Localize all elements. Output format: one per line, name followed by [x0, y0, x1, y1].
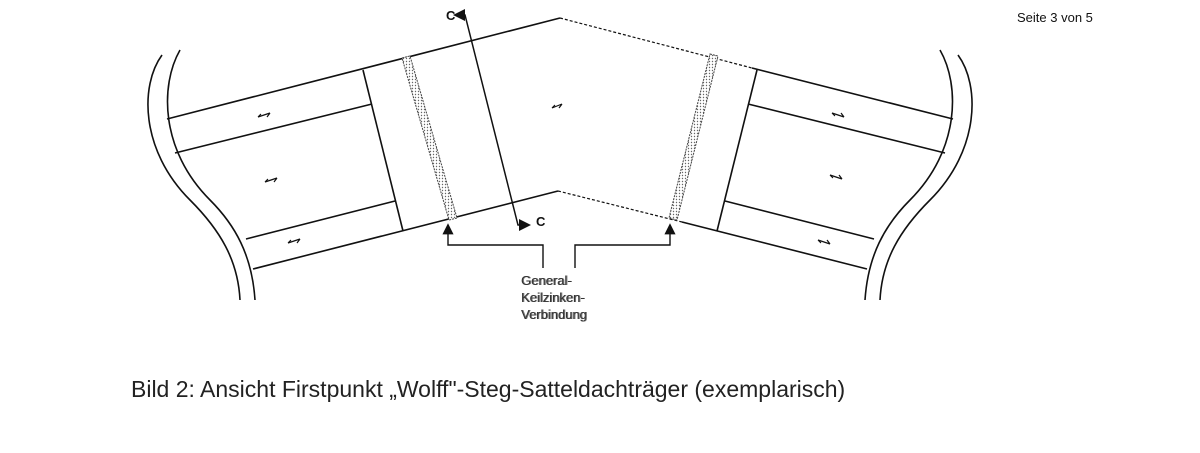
finger-joint-left: [401, 55, 458, 221]
left-support-inner: [166, 49, 256, 301]
finger-joint-label-line-1: General-: [521, 273, 572, 288]
finger-joint-right: [668, 53, 719, 221]
section-marker-top: C: [446, 8, 456, 23]
grain-direction-marks: [257, 103, 845, 245]
finger-joint-label-line-3: Verbindung: [521, 307, 587, 322]
leader-left: [442, 223, 544, 268]
finger-joint-label-line-2: Keilzinken-: [521, 290, 585, 305]
figure-caption: Bild 2: Ansicht Firstpunkt „Wolff"-Steg-…: [131, 376, 846, 402]
left-support-outer: [147, 54, 241, 301]
leader-right: [574, 223, 676, 268]
ridge-point-diagram: [147, 9, 973, 301]
finger-joint-label: General- Keilzinken- Verbindung: [521, 272, 587, 323]
section-line-c: [462, 14, 531, 231]
section-marker-bottom: C: [536, 214, 546, 229]
page-indicator: Seite 3 von 5: [1017, 10, 1093, 25]
right-support-outer: [879, 54, 973, 301]
right-support-inner: [864, 49, 954, 301]
